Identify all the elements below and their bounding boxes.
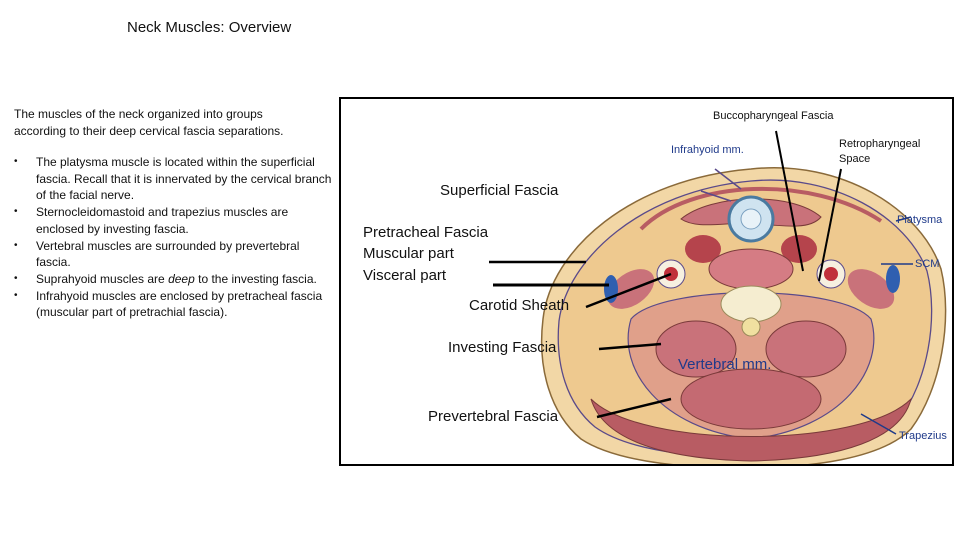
bullet-text: Vertebral muscles are surrounded by prev… [36, 238, 300, 270]
label-investing-fascia: Investing Fascia [448, 339, 557, 356]
bullet-list: The platysma muscle is located within th… [14, 154, 332, 321]
thyroid-left [685, 235, 721, 263]
bullet-text: to the investing fascia. [194, 271, 317, 286]
spinal-cord [741, 317, 761, 337]
bullet-emphasis: deep [168, 271, 195, 286]
pointer-line [860, 413, 897, 435]
carotid-artery-right [824, 267, 838, 281]
pointer-line [585, 272, 672, 309]
bullet-item: Vertebral muscles are surrounded by prev… [14, 238, 332, 271]
trapezius-muscle [590, 397, 912, 462]
pointer-line [714, 168, 742, 190]
trachea-lumen [740, 208, 762, 230]
intro-text: The muscles of the neck organized into g… [14, 107, 284, 138]
bullet-item: Infrahyoid muscles are enclosed by pretr… [14, 288, 332, 321]
vertebral-muscles-right [765, 320, 847, 378]
label-infrahyoid: Infrahyoid mm. [671, 144, 744, 156]
cross-section-illustration [489, 130, 947, 464]
pointer-line [596, 397, 672, 419]
label-visceral-part: Visceral part [363, 267, 447, 284]
pointer-line [598, 342, 662, 351]
jugular-vein-right [886, 265, 900, 293]
esophagus [708, 248, 794, 290]
bullet-item: Suprahyoid muscles are deep to the inves… [14, 271, 332, 288]
pointer-line [895, 216, 912, 222]
scm-right [847, 269, 895, 309]
label-superficial-fascia: Superficial Fascia [440, 182, 559, 199]
label-prevertebral-fascia: Prevertebral Fascia [428, 408, 559, 425]
bullet-text: Suprahyoid muscles are [36, 271, 169, 286]
label-scm: SCM [915, 258, 940, 270]
bullet-text: Sternocleidomastoid and trapezius muscle… [36, 205, 289, 236]
bullet-item: Sternocleidomastoid and trapezius muscle… [14, 204, 332, 237]
pointer-line [700, 190, 732, 202]
bullet-text: Infrahyoid muscles are enclosed by pretr… [36, 288, 323, 320]
bullet-item: The platysma muscle is located within th… [14, 154, 332, 204]
neck-cross-section-figure: Buccopharyngeal Fascia Infrahyoid mm. Re… [339, 97, 954, 466]
label-carotid-sheath: Carotid Sheath [469, 297, 570, 314]
label-pretracheal-fascia: Pretracheal Fascia [363, 224, 489, 241]
platysma-muscle [639, 186, 883, 231]
vertebral-muscles-left [655, 320, 737, 378]
label-retropharyngeal: Retropharyngeal Space [839, 138, 921, 165]
label-buccopharyngeal: Buccopharyngeal Fascia [713, 110, 834, 122]
pointer-line [818, 168, 842, 282]
label-muscular-part: Muscular part [363, 245, 454, 262]
pointer-line [775, 130, 804, 272]
bullet-text: The platysma muscle is located within th… [36, 155, 332, 203]
vertebral-body [720, 285, 782, 323]
label-vertebral-muscles: Vertebral mm. [678, 356, 772, 373]
label-trapezius: Trapezius [899, 430, 947, 442]
deep-back-muscles [680, 368, 822, 430]
label-platysma: Platysma [897, 214, 943, 226]
slide-title: Neck Muscles: Overview [127, 19, 292, 36]
